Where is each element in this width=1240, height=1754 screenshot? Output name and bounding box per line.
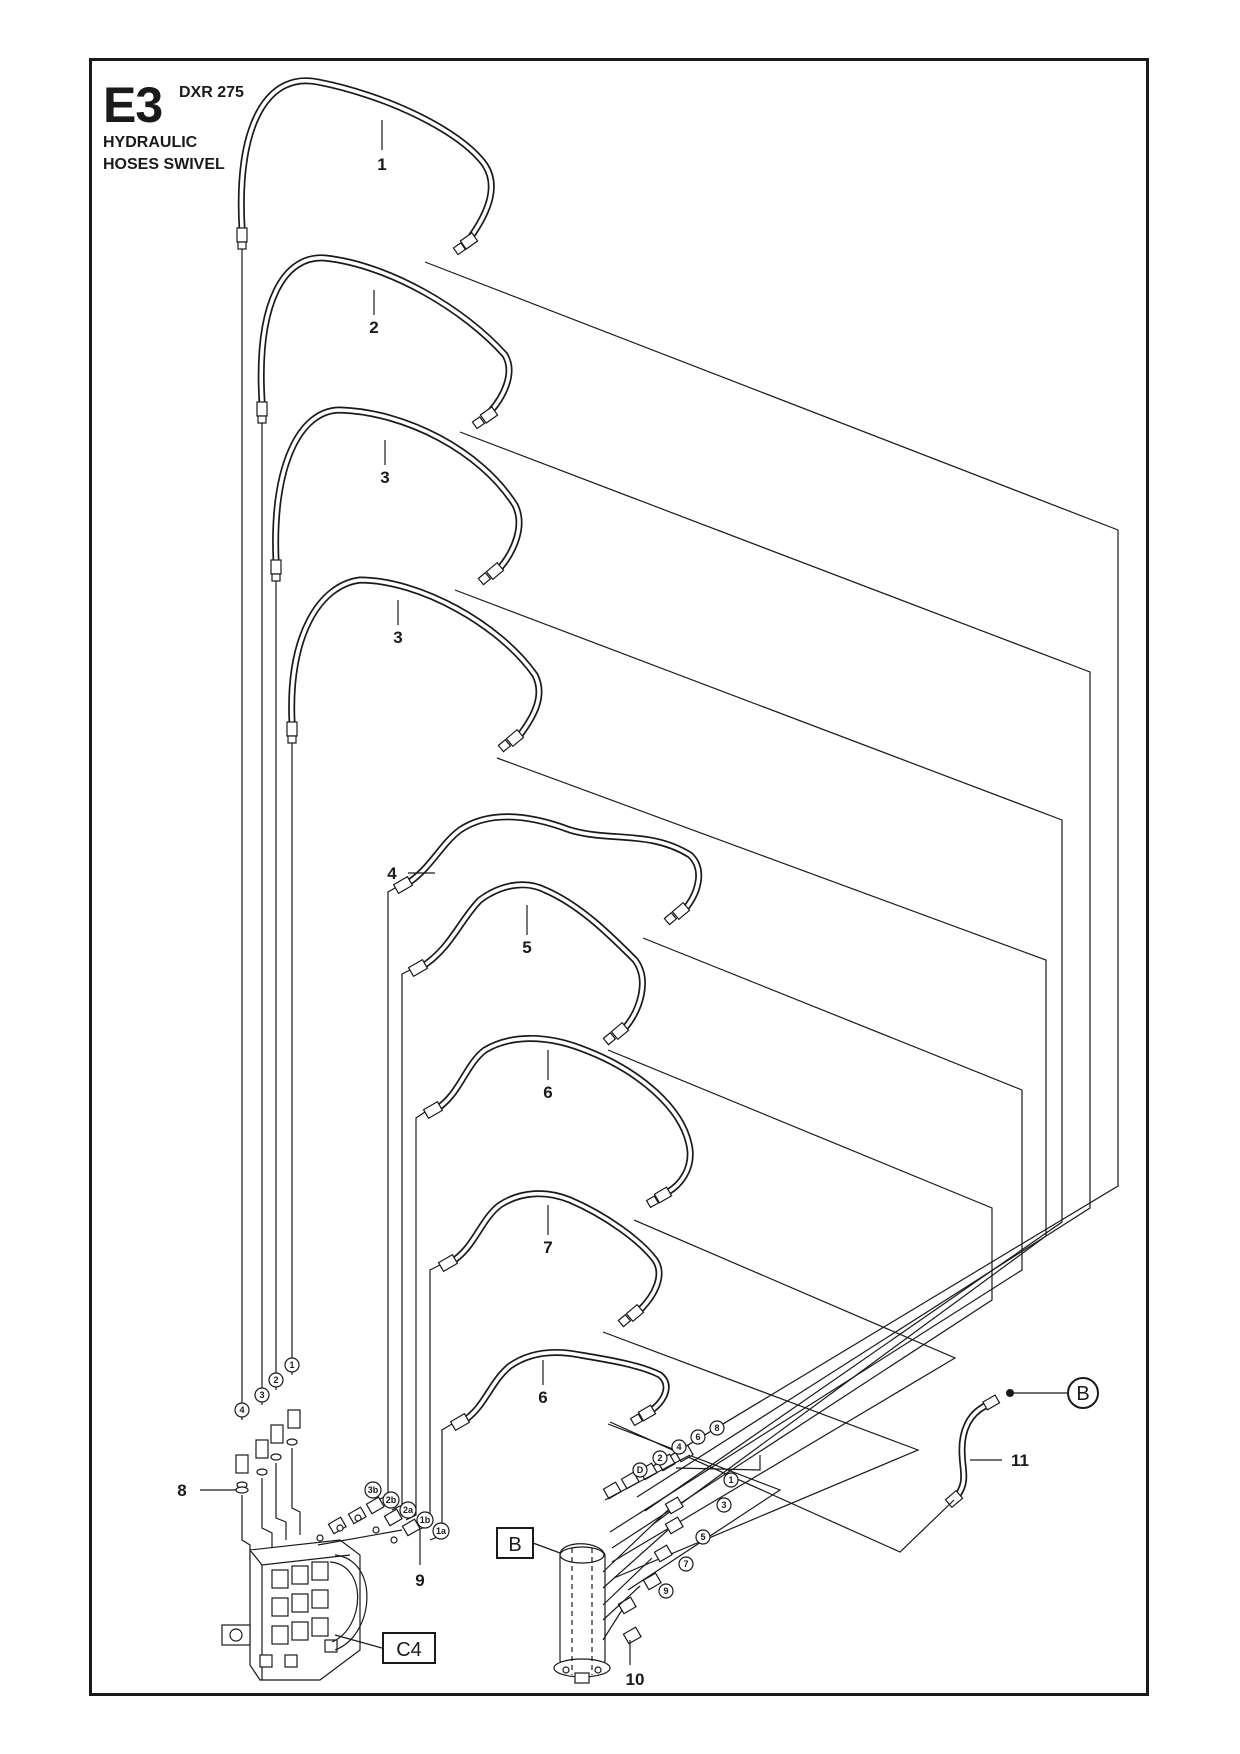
ref-box-swivel: B xyxy=(496,1527,534,1559)
callout-fitting-10: 10 xyxy=(626,1670,645,1689)
routing-lines xyxy=(241,249,1119,1591)
diagram-title: HYDRAULIC HOSES SWIVEL xyxy=(103,132,225,176)
valve-port-tags: 4 3 2 1 xyxy=(234,1357,300,1418)
hose-5 xyxy=(407,881,646,1046)
port-tag: 6 xyxy=(695,1432,700,1442)
ref-box-valve-block: C4 xyxy=(382,1632,436,1664)
hose-3b xyxy=(286,576,543,753)
hose-7 xyxy=(437,1190,663,1328)
port-tag: 1 xyxy=(289,1360,294,1370)
callout-hose-3a: 3 xyxy=(380,468,389,487)
title-line-2: HOSES SWIVEL xyxy=(103,156,225,173)
port-tag: 1b xyxy=(420,1515,431,1525)
port-tag: 1 xyxy=(728,1475,733,1485)
callout-fitting-9: 9 xyxy=(415,1571,424,1590)
port-tag: 4 xyxy=(676,1442,681,1452)
title-line-1: HYDRAULIC xyxy=(103,134,198,151)
model-name: DXR 275 xyxy=(179,84,244,101)
page-code: E3 xyxy=(103,77,163,133)
port-tag: 9 xyxy=(663,1586,668,1596)
callout-hose-3b: 3 xyxy=(393,628,402,647)
callout-hose-6a: 6 xyxy=(543,1083,552,1102)
hose-6a xyxy=(422,1035,694,1209)
ref-circle-b: B xyxy=(1067,1377,1099,1409)
callout-leaders xyxy=(200,120,1068,1665)
port-tag: 3b xyxy=(368,1485,379,1495)
port-tag: 7 xyxy=(683,1559,688,1569)
swivel xyxy=(553,1444,694,1684)
callout-hose-4: 4 xyxy=(387,864,397,883)
hose-6b xyxy=(449,1349,670,1432)
callout-hose-1: 1 xyxy=(377,155,386,174)
callout-hose-7: 7 xyxy=(543,1238,552,1257)
diagram-frame xyxy=(89,58,1149,1696)
callout-hose-2: 2 xyxy=(369,318,378,337)
callout-hose-11: 11 xyxy=(1011,1451,1029,1470)
port-tag: 4 xyxy=(239,1405,244,1415)
hose-1 xyxy=(236,77,495,256)
ref-label-b: B xyxy=(508,1534,521,1556)
hose-11 xyxy=(944,1389,1014,1509)
callout-hose-5: 5 xyxy=(522,938,531,957)
hose-2 xyxy=(256,254,513,430)
port-tag: 2 xyxy=(273,1375,278,1385)
ref-label-c4: C4 xyxy=(396,1639,422,1661)
port-tag: 2b xyxy=(386,1495,397,1505)
hose-4 xyxy=(392,813,703,926)
swivel-side-port-tags: 1 3 5 7 9 xyxy=(658,1472,739,1599)
port-tag: 2a xyxy=(403,1505,414,1515)
port-tag: 5 xyxy=(700,1532,705,1542)
port-tag: 3 xyxy=(721,1500,726,1510)
port-tag: 1a xyxy=(436,1526,447,1536)
swivel-top-port-tags: D 2 4 6 8 xyxy=(632,1420,725,1478)
callout-seal-8: 8 xyxy=(177,1481,186,1500)
port-tag: 2 xyxy=(657,1453,662,1463)
valve-front-port-tags: 3b 2b 2a 1b 1a xyxy=(364,1481,450,1540)
valve-block xyxy=(221,1409,421,1681)
port-tag: 8 xyxy=(714,1423,719,1433)
callout-hose-6b: 6 xyxy=(538,1388,547,1407)
ref-circle-label: B xyxy=(1076,1383,1089,1405)
port-tag: D xyxy=(637,1465,644,1475)
hose-3a xyxy=(270,406,523,586)
port-tag: 3 xyxy=(259,1390,264,1400)
